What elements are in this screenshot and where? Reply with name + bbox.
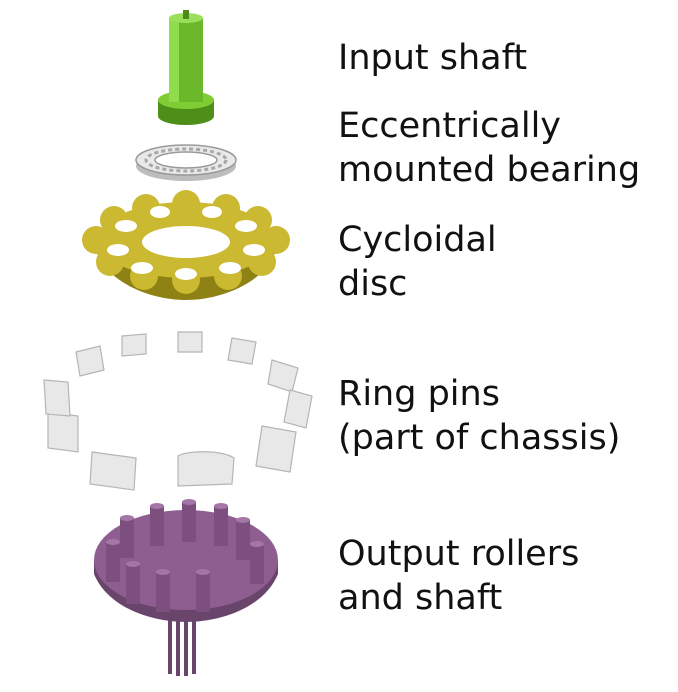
label-bearing-line-1: Eccentrically: [338, 106, 562, 146]
label-ring-pins-line-1: Ring pins: [338, 374, 500, 414]
label-bearing-line-2: mounted bearing: [338, 150, 641, 190]
input-shaft-part: [158, 10, 214, 125]
label-cycloidal-disc-line-2: disc: [338, 264, 408, 304]
label-input-shaft: Input shaft: [338, 36, 527, 80]
label-input-shaft-line-1: Input shaft: [338, 38, 528, 78]
label-ring-pins-line-2: (part of chassis): [338, 418, 621, 458]
ring-pins-part: [43, 331, 313, 491]
label-ring-pins: Ring pins (part of chassis): [338, 372, 620, 460]
label-cycloidal-disc-line-1: Cycloidal: [338, 220, 497, 260]
label-output: Output rollers and shaft: [338, 532, 579, 620]
output-part: [94, 499, 278, 676]
label-output-line-2: and shaft: [338, 578, 503, 618]
label-cycloidal-disc: Cycloidal disc: [338, 218, 497, 306]
label-bearing: Eccentrically mounted bearing: [338, 104, 640, 192]
bearing-part: [135, 144, 237, 181]
label-output-line-1: Output rollers: [338, 534, 580, 574]
cycloidal-disc-part: [82, 190, 290, 300]
